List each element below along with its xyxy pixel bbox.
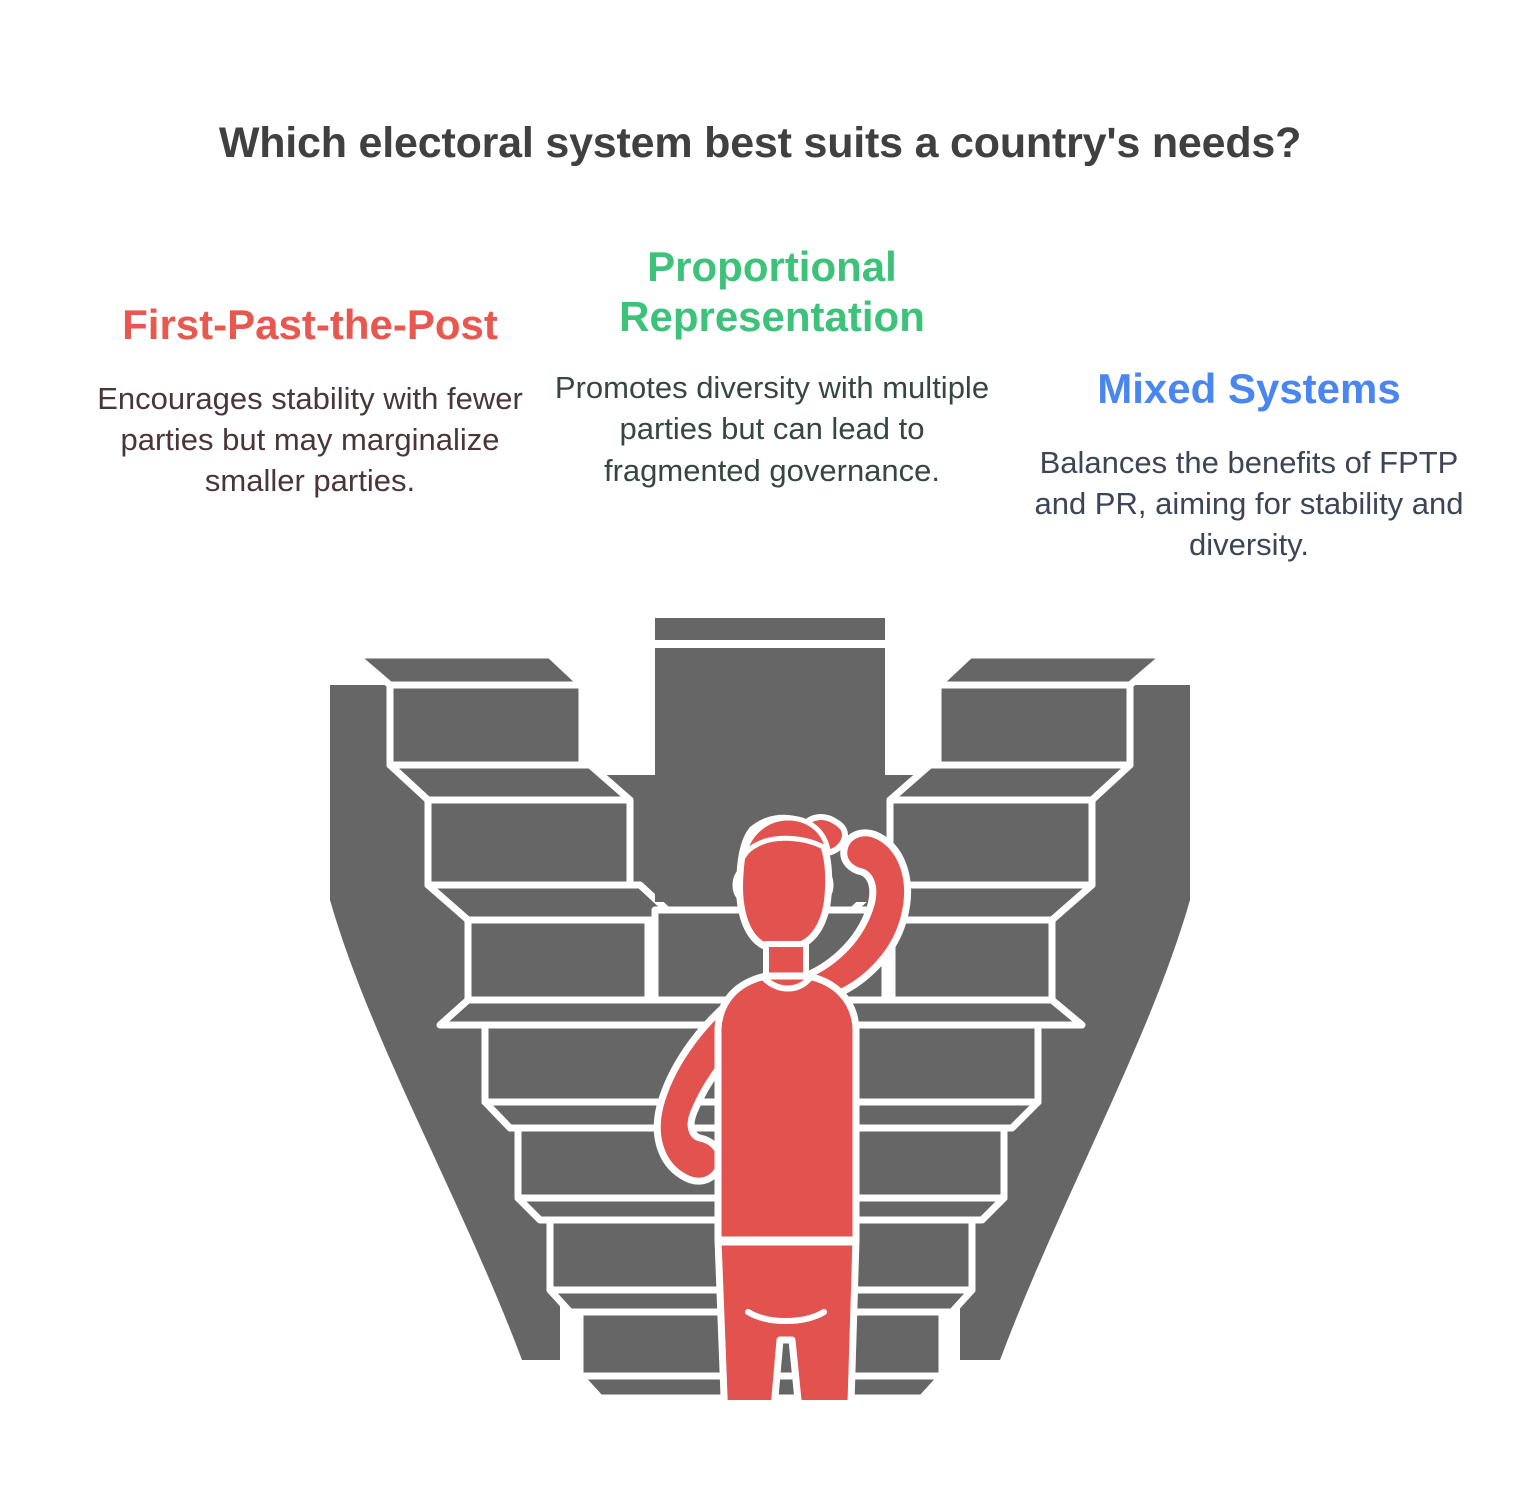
- column-mixed-systems-body: Balances the benefits of FPTP and PR, ai…: [1034, 444, 1464, 562]
- column-fptp-heading: First-Past-the-Post: [122, 301, 498, 348]
- column-mixed-systems: Mixed Systems Balances the benefits of F…: [1020, 364, 1478, 565]
- column-proportional-representation-body: Promotes diversity with multiple parties…: [554, 370, 990, 488]
- left-terrace-3-top: [424, 881, 682, 924]
- figure-torso: [714, 972, 860, 1244]
- right-terrace-1: [934, 651, 1169, 689]
- mid-block-right: [888, 916, 1056, 1004]
- amphitheater-svg: [330, 618, 1190, 1400]
- left-terrace-2-top: [386, 761, 634, 804]
- column-fptp-body: Encourages stability with fewer parties …: [97, 380, 523, 498]
- column-proportional-representation-heading: Proportional Representation: [619, 243, 925, 340]
- figure-hair: [741, 815, 831, 859]
- left-terrace-2-face: [424, 796, 634, 889]
- column-proportional-representation: Proportional Representation Promotes div…: [542, 242, 1002, 491]
- page-title: Which electoral system best suits a coun…: [218, 119, 1302, 167]
- central-bar-3: [655, 718, 885, 736]
- figure-collar: [761, 975, 813, 992]
- figure-seat-seam: [745, 1309, 827, 1324]
- mid-block-left: [464, 916, 652, 1004]
- illustration-amphitheater: [300, 600, 1220, 1400]
- column-fptp: First-Past-the-Post Encourages stability…: [62, 300, 558, 501]
- left-terrace-1: [351, 651, 586, 689]
- left-terrace-1-face: [386, 681, 586, 769]
- central-bar-1: [655, 618, 885, 640]
- human-figure: [653, 814, 911, 1400]
- central-bar-2: [655, 648, 885, 710]
- right-terrace-1-face: [934, 681, 1134, 769]
- central-bar-4: [655, 744, 885, 806]
- figure-right-arm: [796, 829, 911, 1004]
- left-wing-terraces: [351, 651, 682, 924]
- right-terrace-2-top: [886, 761, 1134, 804]
- column-mixed-systems-heading: Mixed Systems: [1097, 365, 1401, 412]
- right-terrace-2-face: [886, 796, 1096, 889]
